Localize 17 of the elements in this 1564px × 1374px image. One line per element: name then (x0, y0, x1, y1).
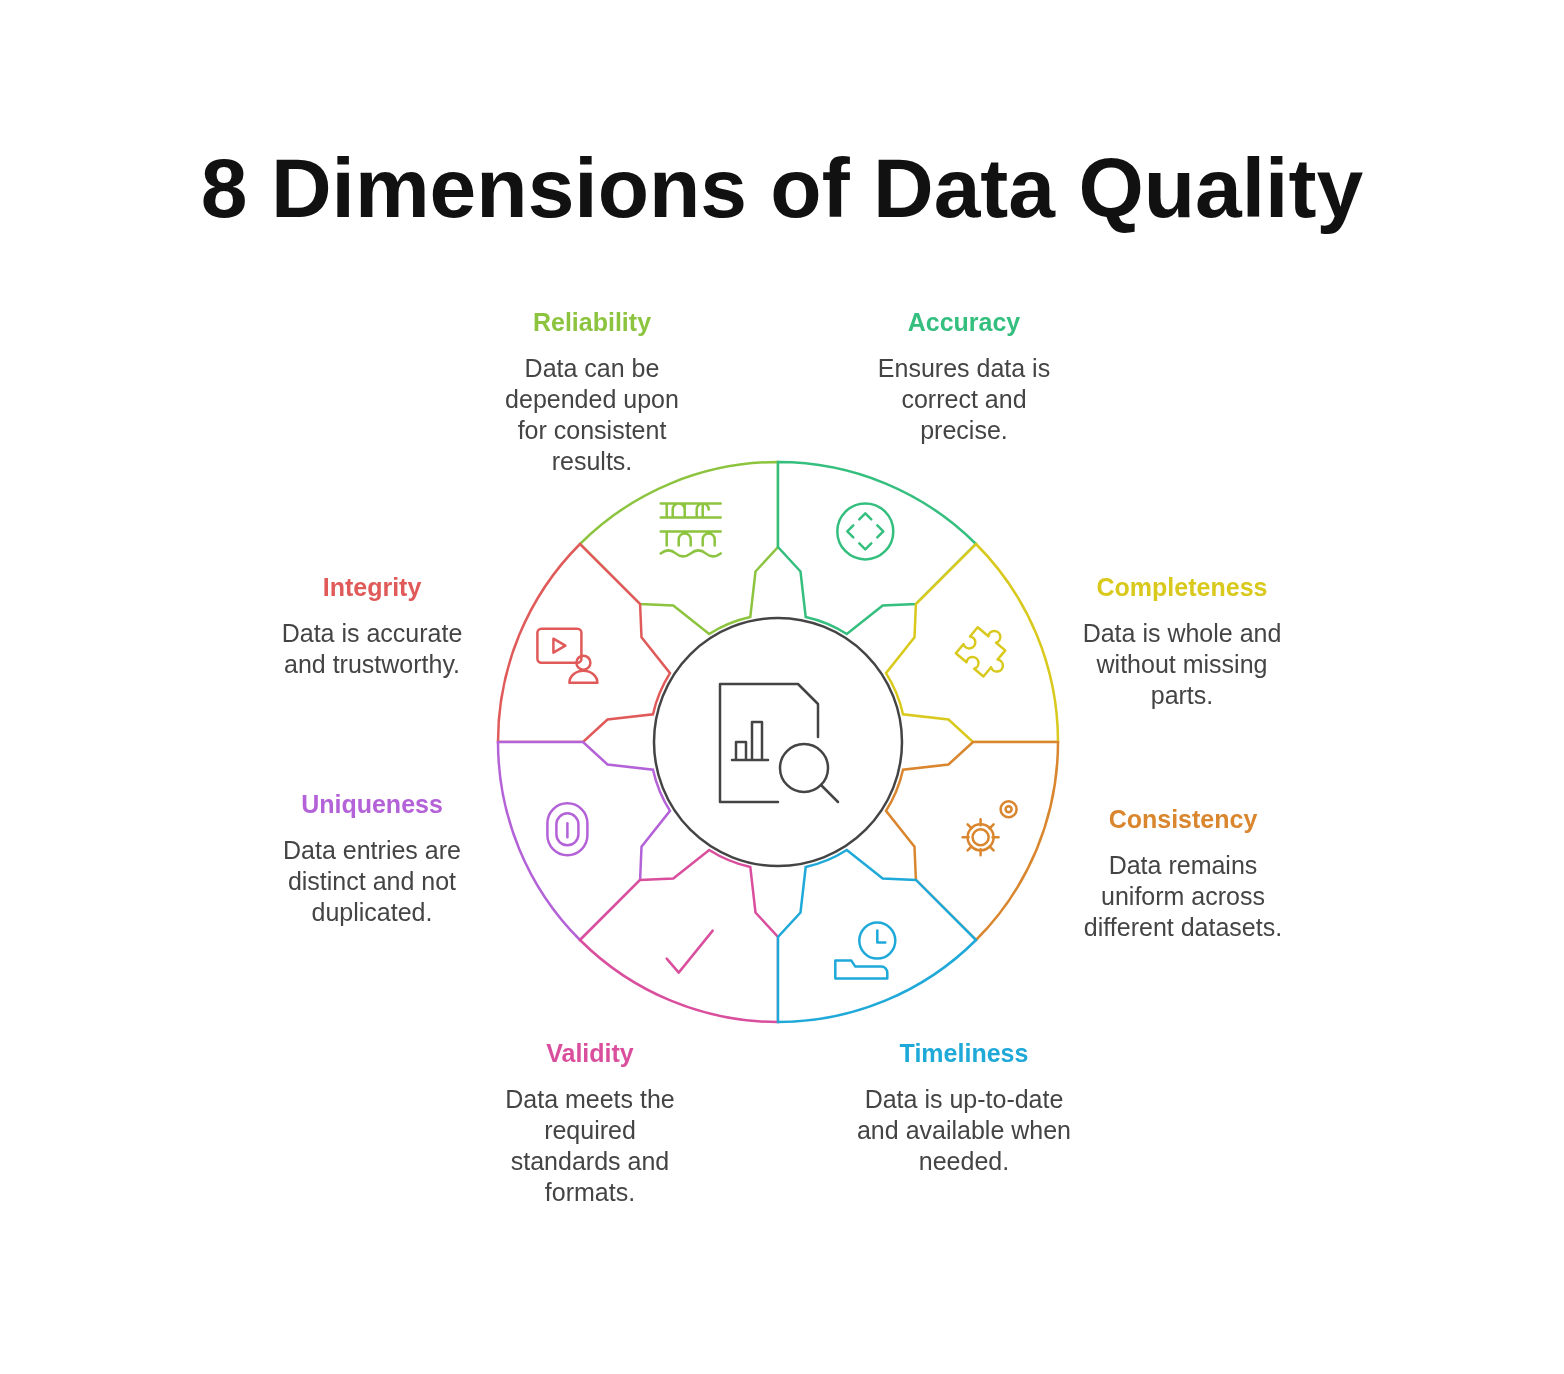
dimension-heading: Uniqueness (301, 790, 443, 819)
dimension-heading: Integrity (322, 573, 422, 602)
dimension-heading: Reliability (532, 308, 652, 337)
dimension-heading: Accuracy (907, 308, 1021, 337)
title: 8 Dimensions of Data Quality (199, 140, 1365, 237)
dimension-heading: Completeness (1096, 573, 1268, 602)
dimension-description: Data remains uniform across different datasets. (1082, 850, 1284, 943)
dimension-heading: Consistency (1108, 805, 1258, 834)
dimension-description: Data meets the required standards and formats. (504, 1084, 676, 1208)
dimension-description: Data is up-to-date and available when needed. (855, 1084, 1073, 1177)
dimension-description: Ensures data is correct and precise. (876, 353, 1052, 446)
dimension-heading: Validity (546, 1039, 634, 1068)
dimension-description: Data is whole and without missing parts. (1081, 618, 1283, 711)
dimension-heading: Timeliness (899, 1039, 1029, 1068)
dimension-description: Data entries are distinct and not duplicated. (282, 835, 462, 928)
dimension-description: Data can be depended upon for consistent results. (504, 353, 680, 477)
dimension-description: Data is accurate and trustworthy. (280, 618, 464, 680)
